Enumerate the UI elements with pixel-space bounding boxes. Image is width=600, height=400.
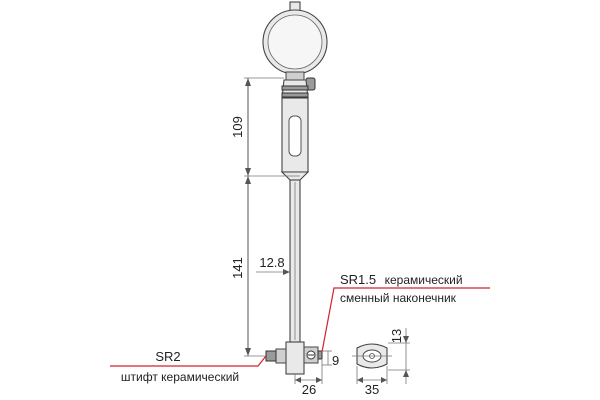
head-body [285,341,305,375]
dim-centering-height: 13 [389,329,404,343]
dimension-base-width: 26 [294,360,323,397]
handle-ring-2 [281,92,309,98]
dim-base-width: 26 [302,382,316,397]
fixed-pin-desc: штифт керамический [121,370,239,384]
callout-replaceable-tip: SR1.5 керамический сменный наконечник [321,271,490,353]
replaceable-tip-label-line-2: сменный наконечник [340,291,457,305]
dim-lower-length: 141 [230,257,245,279]
dim-contact-offset: 9 [332,353,339,368]
callout-fixed-pin: SR2 штифт керамический [110,349,267,384]
head-fixed-pin-holder [275,348,287,364]
handle-window [288,115,302,157]
dimension-rod-diameter: 12.8 [256,255,290,275]
dim-upper-length: 109 [230,116,245,138]
dimension-contact-offset: 9 [322,350,339,368]
fixed-pin-code: SR2 [155,349,180,364]
dial-neck [285,71,305,81]
dim-rod-arrow [283,269,290,275]
dim-plate-width-arrows [357,377,387,383]
handle-ring-1 [281,85,309,91]
dim-centering-width: 35 [365,382,379,397]
dial-face [267,14,323,70]
dim-rod-diameter: 12.8 [259,255,284,270]
replaceable-tip-code: SR1.5 [340,272,376,287]
leader-fixed-pin [110,355,267,367]
replaceable-tip [317,350,323,360]
leader-replaceable-tip [321,287,490,353]
dial-indicator [262,1,328,91]
centering-plate-view: 13 35 [352,328,410,397]
dim-base-arrows [295,377,322,383]
fixed-pin [265,350,277,362]
replaceable-tip-desc-1: керамический [385,273,463,287]
replaceable-tip-label-line-1: SR1.5 керамический [340,271,463,288]
measuring-head [265,341,323,375]
dimension-vertical: 109 141 [230,77,300,357]
handle [280,79,310,181]
